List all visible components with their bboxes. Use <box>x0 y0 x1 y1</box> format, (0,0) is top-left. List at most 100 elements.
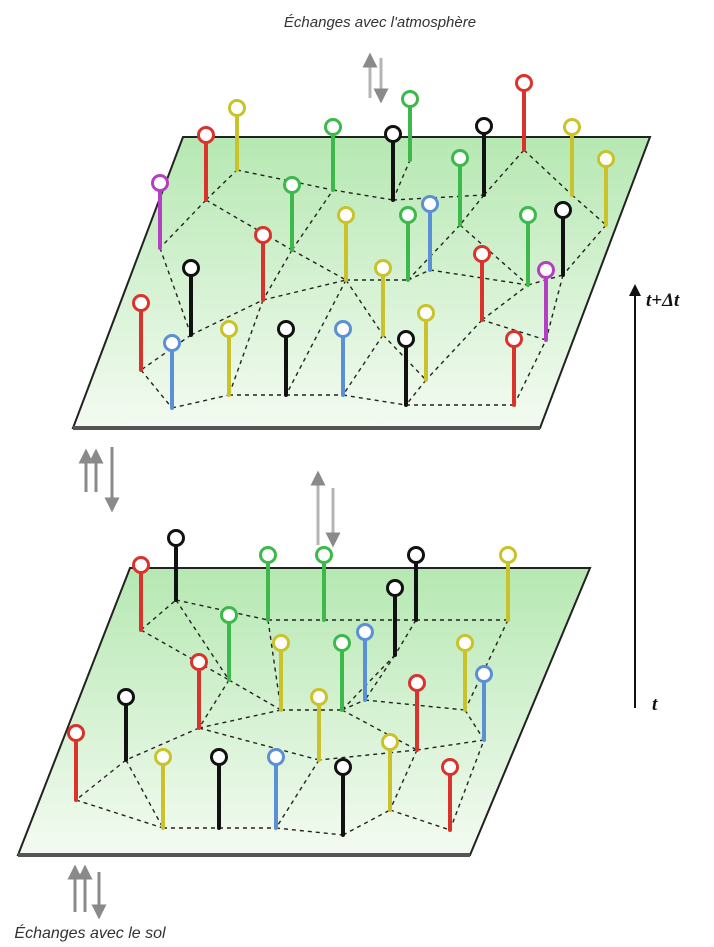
time-axis: t+Δt t <box>629 284 680 715</box>
layer-t-plus-dt-green-pin <box>451 149 469 227</box>
layer-t-black-pin <box>117 688 135 762</box>
agent-pins-t-plus-dt <box>132 74 615 410</box>
layer-t-yellow-pin <box>381 733 399 812</box>
layer-t-green-pin <box>220 606 238 682</box>
layer-t-network-link <box>275 759 320 829</box>
layer-t-plus-dt-red-pin <box>473 245 491 322</box>
layer-t-plus-dt-black-pin <box>554 201 572 277</box>
layer-t-plus-dt-network-link <box>262 279 347 301</box>
layer-t-yellow-pin <box>272 634 290 712</box>
layer-t-plus-dt-network-link <box>459 194 485 226</box>
layer-t-network-link <box>228 679 282 711</box>
layer-t-plus-dt-network-link <box>382 334 427 381</box>
layer-t-plus-dt-network-link <box>159 199 207 249</box>
layer-t-network-link <box>125 727 200 761</box>
time-label-t: t <box>652 694 658 715</box>
layer-t-network-link <box>198 679 230 729</box>
layer-t-yellow-pin <box>154 748 172 830</box>
layer-t-plus-dt-network-link <box>425 319 483 381</box>
layer-t-plus-dt-yellow-pin <box>417 304 435 382</box>
soil-caption: Échanges avec le sol <box>14 923 166 942</box>
layer-t-plus-dt-network-link <box>140 334 192 371</box>
layer-t-plus-dt-red-pin <box>515 74 533 152</box>
layer-t-plus-dt-yellow-pin <box>228 99 246 172</box>
layer-t-plus-dt-blue-pin <box>421 195 439 272</box>
layer-t-yellow-pin <box>499 546 517 622</box>
layer-t-plus-dt-black-pin <box>475 117 493 197</box>
layer-t-network-link <box>464 709 485 741</box>
layer-t-plus-dt-yellow-pin <box>220 320 238 397</box>
layer-t-plus-dt-black-pin <box>397 330 415 407</box>
soil-exchange-arrows <box>67 864 107 920</box>
layer-t-plus-dt-network-link <box>140 369 173 409</box>
layer-t-network-link <box>125 759 164 829</box>
layer-t-yellow-pin <box>456 634 474 712</box>
layer-t-green-pin <box>315 546 333 622</box>
layer-t-plus-dt-green-pin <box>519 206 537 287</box>
layer-t-plus-dt-red-pin <box>197 126 215 202</box>
layer-t-red-pin <box>132 556 150 632</box>
atmosphere-caption: Échanges avec l'atmosphère <box>284 14 476 31</box>
layer-t-network-link <box>394 619 417 656</box>
layer-t-plus-dt-network-link <box>190 299 264 336</box>
layer-t-network-link <box>75 759 127 801</box>
layer-t-plus-dt-network-link <box>291 249 347 281</box>
layer-t-red-pin <box>67 724 85 802</box>
layer-t-plus-dt-network-link <box>285 279 347 396</box>
layer-t-black-pin <box>210 748 228 830</box>
layer-t-red-pin <box>190 653 208 730</box>
layer-t-plus-dt-network-link <box>262 249 293 301</box>
layer-t-plus-dt-network-link <box>205 169 238 201</box>
layer-t-network-link <box>342 809 391 836</box>
layer-t-plus-dt-network-link <box>429 269 529 286</box>
layer-t-plus-dt-yellow-pin <box>374 259 392 337</box>
layer-t-plus-dt-yellow-pin <box>337 206 355 282</box>
layer-t-blue-pin <box>475 665 493 742</box>
layer-t-plus-dt-network-link <box>332 189 394 201</box>
layer-t-network-link <box>341 709 418 751</box>
layer-t-plus-dt-green-pin <box>283 176 301 252</box>
layer-t-network-link <box>198 709 282 729</box>
layer-t-blue-pin <box>356 623 374 702</box>
layer-t-black-pin <box>167 529 185 602</box>
layer-t-network-link <box>449 739 485 831</box>
layer-t-plus-dt-black-pin <box>277 320 295 397</box>
layer-t-plus-dt-network-link <box>483 149 525 196</box>
layer-t-plus-dt-red-pin <box>505 330 523 407</box>
layer-t-network-link <box>140 629 230 681</box>
layer-t-network-link <box>364 654 396 701</box>
layer-t-black-pin <box>386 579 404 657</box>
layer-t-plus-dt-green-pin <box>399 206 417 282</box>
layer-plane-t <box>16 567 592 856</box>
layer-t-black-pin <box>407 546 425 622</box>
layer-t-plus-dt-black-pin <box>384 125 402 202</box>
layer-t-plus-dt-magenta-pin <box>537 261 555 342</box>
layer-t-plus-dt-blue-pin <box>334 320 352 397</box>
layer-t-network-link <box>416 739 485 751</box>
layer-t-plus-dt-network-link <box>342 394 407 406</box>
vertical-exchange-arrows-center <box>310 470 341 548</box>
layer-t-plus-dt-green-pin <box>324 118 342 192</box>
layer-t-plus-dt-network-link <box>205 199 293 251</box>
layer-t-yellow-pin <box>310 688 328 762</box>
layer-t-plus-dt-yellow-pin <box>563 118 581 197</box>
layer-t-green-pin <box>333 634 351 712</box>
layer-t-network-link <box>389 749 418 811</box>
atmosphere-exchange-arrows <box>362 52 389 104</box>
layer-t-red-pin <box>408 674 426 752</box>
layer-t-plus-dt-magenta-pin <box>151 174 169 250</box>
layer-t-plus-dt-black-pin <box>182 259 200 337</box>
time-label-t-plus-dt: t+Δt <box>646 290 680 311</box>
layer-t-plus-dt-network-link <box>545 274 564 341</box>
layer-t-network-link <box>267 619 282 711</box>
layer-t-plus-dt-yellow-pin <box>597 150 615 227</box>
layer-t-red-pin <box>441 758 459 832</box>
interaction-network-t <box>75 599 509 836</box>
layer-t-plus-dt-network-link <box>523 149 573 196</box>
layer-t-plus-dt-network-link <box>171 394 230 409</box>
layer-t-network-link <box>464 619 509 711</box>
layer-t-plus-dt-network-link <box>562 224 607 276</box>
vertical-exchange-arrows-left <box>78 447 120 513</box>
layer-t-blue-pin <box>267 748 285 830</box>
